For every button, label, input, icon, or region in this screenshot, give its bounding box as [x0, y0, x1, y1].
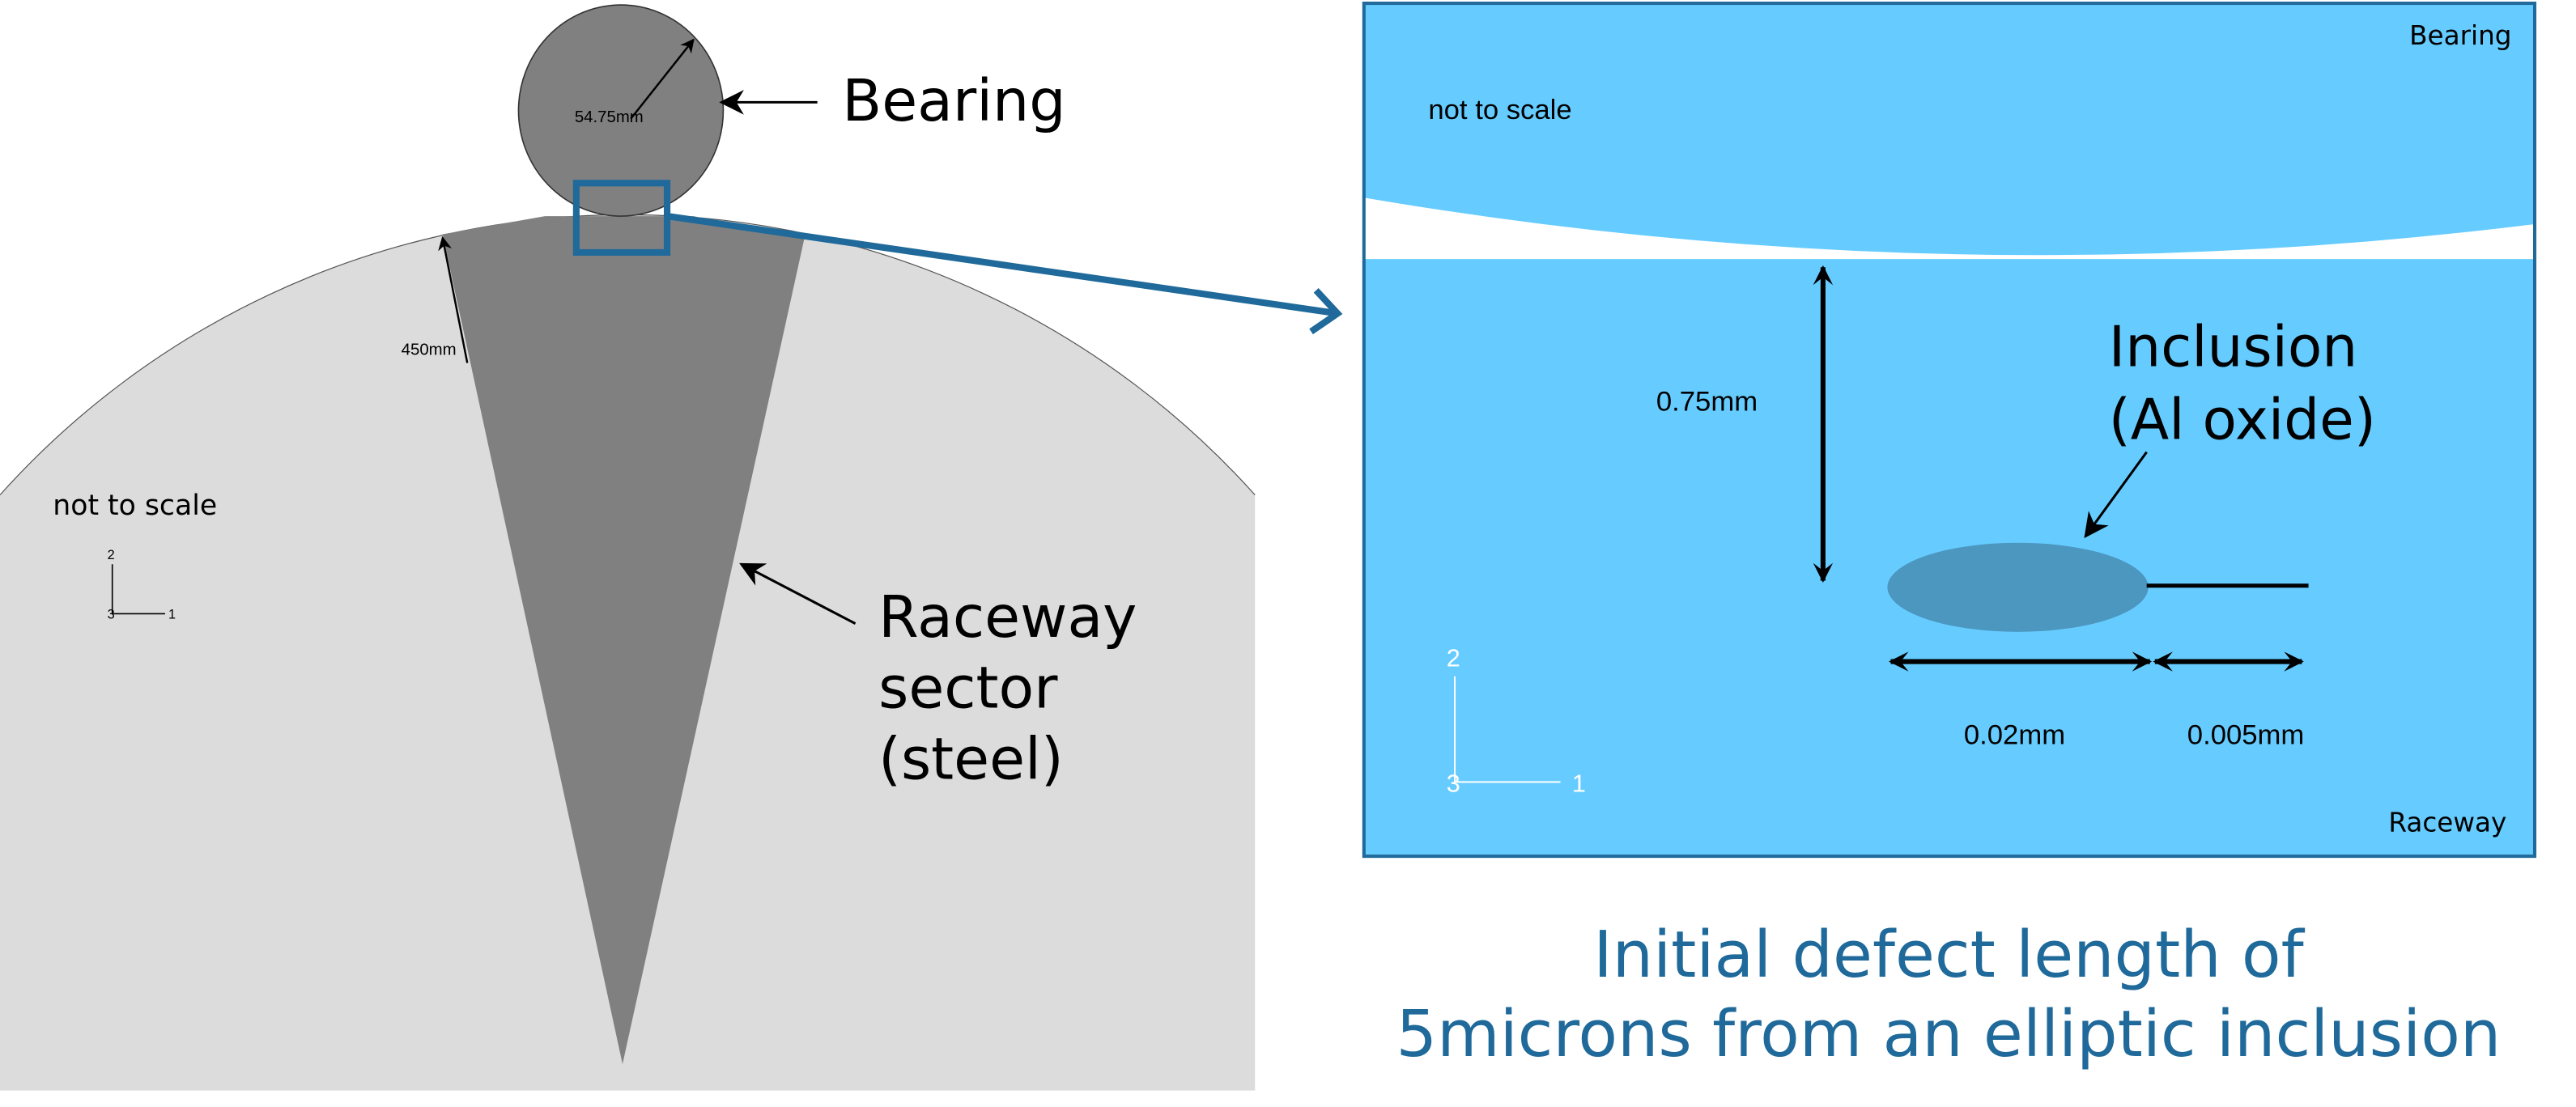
- contact-gap: [1365, 197, 2533, 260]
- inclusion-label-line-1: Inclusion: [2109, 316, 2358, 380]
- zoom-scale-note: not to scale: [1428, 95, 1571, 125]
- left-panel: 54.75mm 450mm Bearing Raceway sector (st…: [0, 4, 1343, 1091]
- zoom-panel: Bearing Raceway not to scale 0.75mm Incl…: [1362, 2, 2537, 859]
- raceway-region-label: Raceway: [2388, 808, 2506, 838]
- inclusion-length-label: 0.02mm: [1964, 719, 2065, 750]
- axis-label-1: 1: [168, 608, 176, 622]
- inclusion-label-line-2: (Al oxide): [2109, 388, 2376, 452]
- raceway-label-line-2: sector: [878, 655, 1058, 722]
- bearing-radius-label: 54.75mm: [575, 108, 644, 126]
- zoom-connector-line: [666, 213, 1338, 317]
- crack-length-label: 0.005mm: [2187, 719, 2305, 750]
- caption-line-2: 5microns from an elliptic inclusion: [1396, 996, 2501, 1071]
- scale-note: not to scale: [53, 490, 217, 522]
- raceway-label-line-3: (steel): [878, 725, 1064, 792]
- zoom-connector-arrowhead: [1309, 288, 1343, 335]
- zoom-panel-frame: [1362, 2, 2537, 859]
- raceway-label-line-1: Raceway: [878, 583, 1137, 651]
- depth-dimension-label: 0.75mm: [1656, 387, 1758, 418]
- inclusion-ellipse: [1887, 542, 2149, 632]
- zoom-axis-triad: 2 3 1: [1447, 645, 1586, 798]
- raceway-radius-label: 450mm: [402, 341, 457, 358]
- axis-label-2: 2: [108, 548, 115, 562]
- zoom-axis-label-2: 2: [1447, 645, 1460, 672]
- inclusion-pointer-arrow: [2084, 451, 2148, 539]
- bearing-radius-arrow: [630, 38, 695, 120]
- bearing-region-label: Bearing: [2409, 20, 2511, 51]
- axis-triad: 2 3 1: [108, 548, 176, 621]
- raceway-sector: [442, 216, 805, 1064]
- caption-line-1: Initial defect length of: [1593, 917, 2305, 992]
- bearing-label: Bearing: [842, 67, 1065, 134]
- axis-label-3: 3: [108, 608, 115, 622]
- raceway-radius-arrow: [438, 235, 469, 363]
- raceway-pointer-arrow: [739, 562, 857, 626]
- zoom-axis-label-1: 1: [1572, 770, 1586, 798]
- zoom-axis-label-3: 3: [1447, 770, 1460, 798]
